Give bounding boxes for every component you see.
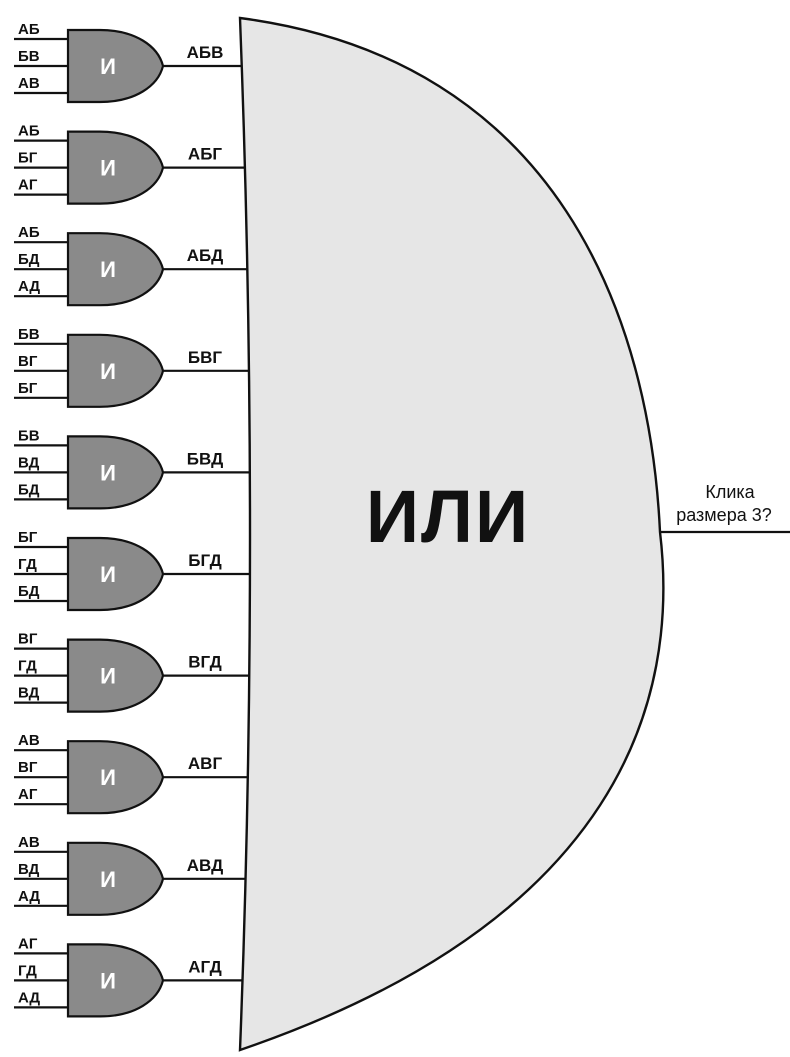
input-label: БГ — [18, 529, 38, 546]
and-gate — [66, 841, 165, 916]
input-label: АВ — [18, 834, 40, 851]
and-gate — [66, 333, 165, 408]
input-label: БВ — [18, 48, 40, 65]
input-label: БД — [18, 583, 40, 600]
input-label: АБ — [18, 224, 40, 241]
input-label: ВД — [18, 861, 40, 878]
and-gate-label: И — [100, 156, 116, 181]
gate-output-label: АВГ — [188, 754, 223, 773]
input-label: АД — [18, 278, 40, 295]
input-label: ГД — [18, 658, 37, 675]
input-label: ВД — [18, 685, 40, 702]
input-label: ГД — [18, 556, 37, 573]
input-label: АГ — [18, 786, 38, 803]
gate-output-label: БВГ — [188, 348, 222, 367]
gate-output-label: БГД — [188, 551, 222, 570]
and-gate-label: И — [100, 257, 116, 282]
input-label: БГ — [18, 150, 38, 167]
and-gate — [66, 638, 165, 713]
input-label: АГ — [18, 935, 38, 952]
input-label: ВГ — [18, 759, 38, 776]
and-gate — [66, 435, 165, 510]
and-gate-unit: ВГ ГД ВД И ВГД — [14, 631, 254, 713]
or-gate-label: ИЛИ — [366, 475, 530, 558]
and-gate-label: И — [100, 562, 116, 587]
gate-output-label: БВД — [187, 449, 223, 468]
gate-output-label: ВГД — [188, 653, 222, 672]
input-label: АД — [18, 989, 40, 1006]
gate-output-label: АВД — [187, 856, 223, 875]
and-gate-unit: АГ ГД АД И АГД — [14, 935, 247, 1018]
and-gate-unit: АВ ВД АД И АВД — [14, 834, 250, 916]
and-gate-label: И — [100, 460, 116, 485]
result-label-line1: Клика — [705, 482, 755, 502]
and-gate-unit: АБ БГ АГ И АБГ — [14, 123, 249, 205]
input-label: БГ — [18, 380, 38, 397]
input-label: ГД — [18, 962, 37, 979]
gate-output-label: АБД — [187, 246, 224, 265]
and-gates-group: АББВАВИАБВАББГАГИАБГАББДАДИАБДБВВГБГИБВГ… — [14, 21, 254, 1018]
and-gate — [66, 28, 165, 104]
and-gate-unit: БГ ГД БД И БГД — [14, 529, 254, 612]
and-gate-unit: АБ БВ АВ И АБВ — [14, 21, 246, 104]
input-label: БВ — [18, 326, 40, 343]
and-gate-label: И — [100, 664, 116, 689]
and-gate-unit: БВ ВД БД И БВД — [14, 427, 254, 510]
input-label: АГ — [18, 177, 38, 194]
and-gate — [66, 740, 165, 815]
and-gate-label: И — [100, 359, 116, 384]
input-label: АД — [18, 888, 40, 905]
and-gate — [66, 130, 165, 205]
and-gate-unit: АБ БД АД И АБД — [14, 224, 252, 307]
and-gate — [66, 536, 165, 612]
and-gate — [66, 943, 165, 1018]
and-gate-label: И — [100, 867, 116, 892]
input-label: АВ — [18, 75, 40, 92]
and-gate — [66, 232, 165, 307]
input-label: ВГ — [18, 631, 38, 648]
input-label: АБ — [18, 21, 40, 38]
and-gate-label: И — [100, 765, 116, 790]
and-gate-unit: БВ ВГ БГ И БВГ — [14, 326, 253, 408]
input-label: БД — [18, 251, 40, 268]
input-label: ВД — [18, 454, 40, 471]
input-label: АБ — [18, 123, 40, 140]
or-gate — [238, 16, 665, 1052]
input-label: АВ — [18, 732, 40, 749]
gate-output-label: АБВ — [187, 43, 224, 62]
and-gate-label: И — [100, 54, 116, 79]
input-label: БВ — [18, 427, 40, 444]
input-label: ВГ — [18, 353, 38, 370]
gate-output-label: АГД — [188, 957, 222, 976]
and-gate-unit: АВ ВГ АГ И АВГ — [14, 732, 252, 815]
result-label-line2: размера 3? — [676, 505, 772, 525]
gate-output-label: АБГ — [188, 145, 222, 164]
input-label: БД — [18, 481, 40, 498]
and-gate-label: И — [100, 968, 116, 993]
